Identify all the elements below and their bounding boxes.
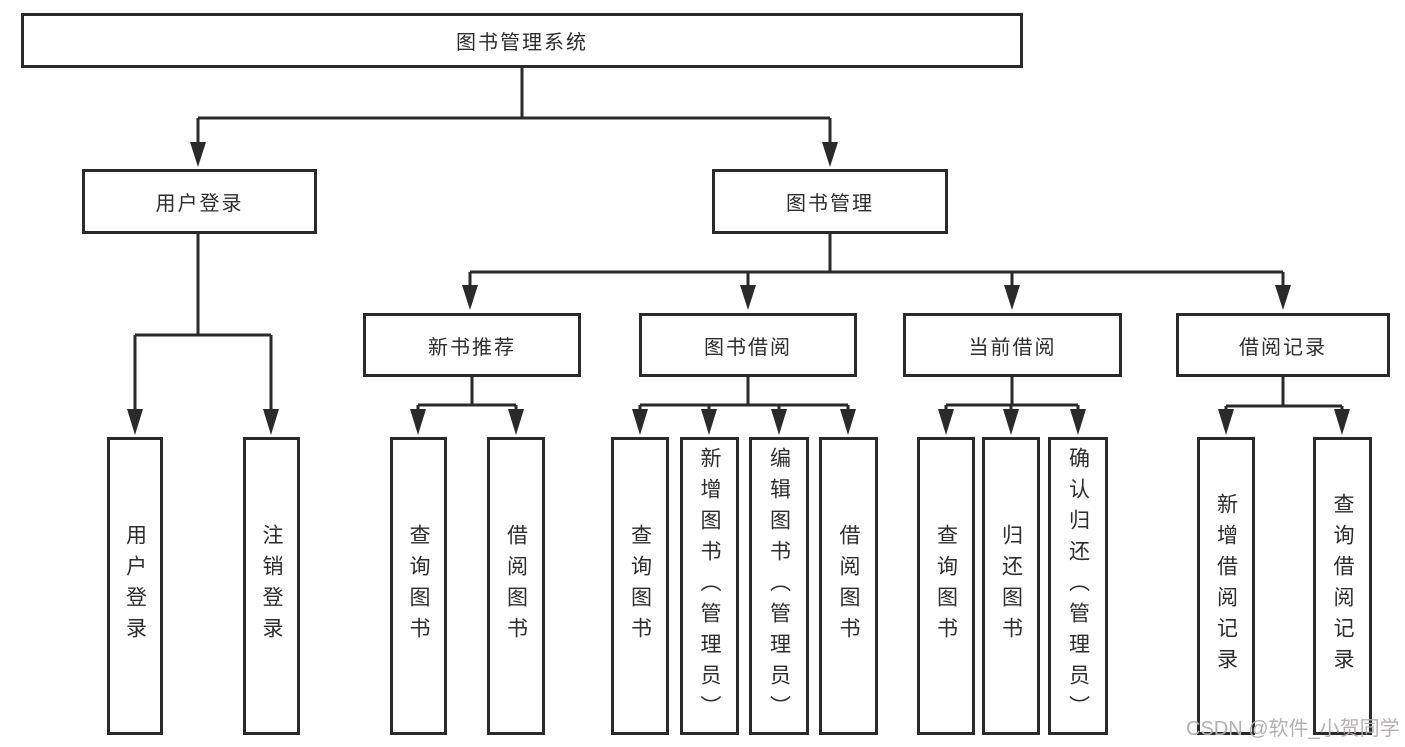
leaf-query-borrow-record: 查询借阅记录: [1313, 437, 1372, 735]
leaf-borrow-book: 借阅图书: [819, 437, 878, 735]
arrowheads: [127, 142, 1350, 435]
leaf-query-book-borrow: 查询图书: [611, 437, 669, 735]
csdn-watermark: CSDN @软件_小贺同学: [1186, 718, 1400, 740]
node-current-borrow: 当前借阅: [903, 313, 1122, 377]
node-book-borrow: 图书借阅: [639, 313, 857, 377]
leaf-logout: 注销登录: [243, 437, 300, 735]
leaf-query-book-current: 查询图书: [917, 437, 975, 735]
node-root-system: 图书管理系统: [21, 13, 1023, 68]
leaf-user-login: 用户登录: [107, 437, 163, 735]
leaf-add-borrow-record: 新增借阅记录: [1197, 437, 1255, 735]
leaf-confirm-return-admin: 确认归还（管理员）: [1048, 437, 1108, 735]
leaf-query-book-recommend: 查询图书: [390, 437, 447, 735]
node-borrow-record: 借阅记录: [1176, 313, 1390, 377]
leaf-return-book: 归还图书: [982, 437, 1040, 735]
node-new-book-recommend: 新书推荐: [363, 313, 581, 377]
leaf-add-book-admin: 新增图书（管理员）: [680, 437, 739, 735]
leaf-borrow-book-recommend: 借阅图书: [487, 437, 545, 735]
node-user-login: 用户登录: [82, 169, 317, 234]
node-book-management: 图书管理: [712, 169, 948, 234]
leaf-edit-book-admin: 编辑图书（管理员）: [749, 437, 809, 735]
